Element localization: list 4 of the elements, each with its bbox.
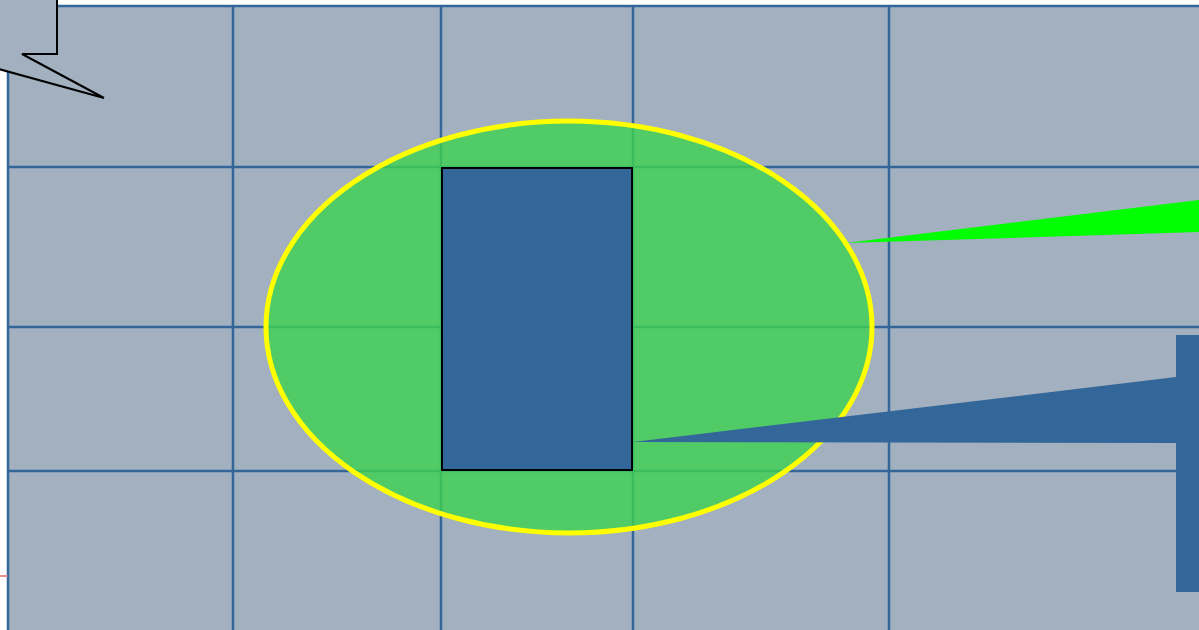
speech-bubble bbox=[0, 0, 106, 100]
vertical-bar bbox=[1176, 335, 1199, 592]
ellipse-shape bbox=[263, 118, 875, 536]
rectangle-box bbox=[441, 167, 633, 471]
